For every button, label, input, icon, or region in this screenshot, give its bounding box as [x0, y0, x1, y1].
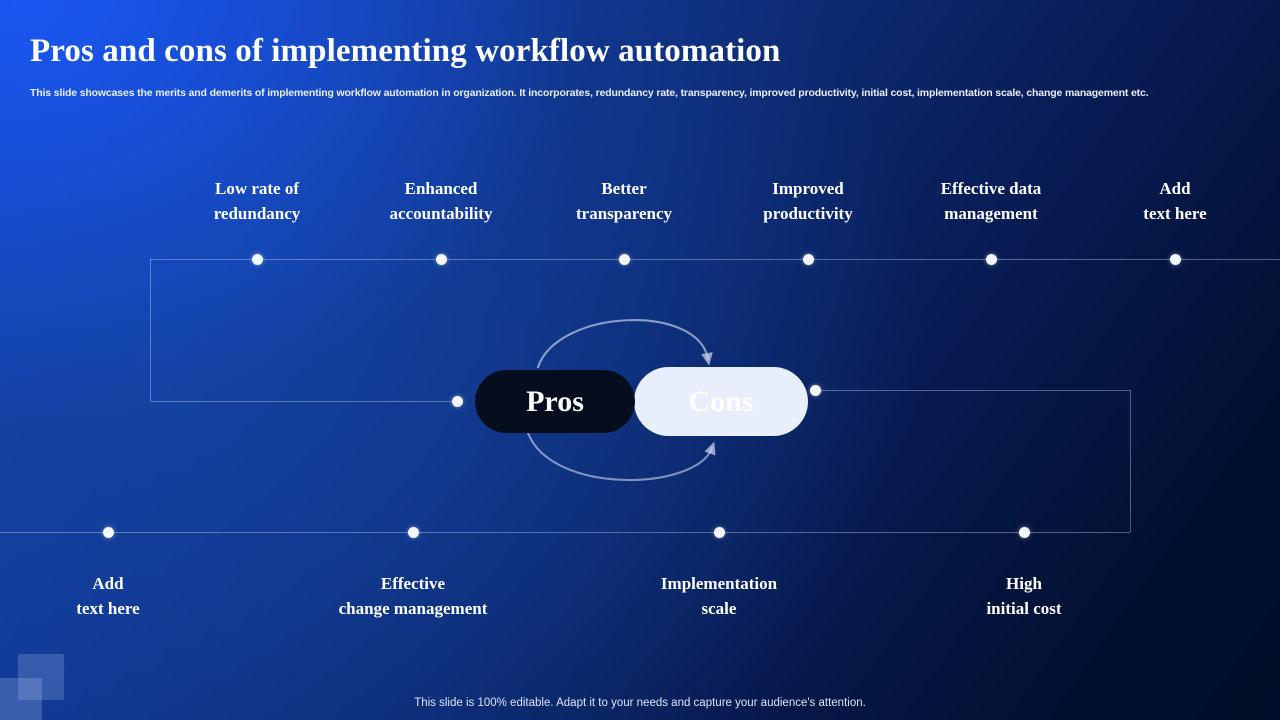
top-rail-line	[150, 259, 1280, 260]
node-dot-cons-connector[interactable]	[809, 384, 821, 396]
right-bracket-vertical	[1130, 390, 1131, 532]
decorative-square-upper	[18, 654, 64, 700]
left-bracket-vertical	[150, 259, 151, 401]
node-dot-top-2[interactable]	[435, 253, 447, 265]
pros-node-label-3: Better transparency	[575, 179, 673, 223]
cons-node-label-3: Implementation scale	[660, 574, 778, 618]
node-dot-bottom-3[interactable]	[713, 526, 725, 538]
curved-arrow-left-icon	[526, 431, 716, 482]
footer-note: This slide is 100% editable. Adapt it to…	[414, 697, 866, 709]
cons-node-label-2: Effective change management	[338, 574, 488, 618]
node-dot-top-6[interactable]	[1169, 253, 1181, 265]
pros-node-label-4: Improved productivity	[763, 179, 853, 223]
left-bracket-horizontal	[150, 401, 457, 402]
node-dot-bottom-1[interactable]	[102, 526, 114, 538]
cons-pill[interactable]: Cons	[634, 367, 808, 436]
node-dot-bottom-4[interactable]	[1018, 526, 1030, 538]
pros-node-label-1: Low rate of redundancy	[213, 179, 301, 223]
node-dot-top-1[interactable]	[251, 253, 263, 265]
pros-node-label-5: Effective data management	[940, 179, 1042, 223]
page-subtitle: This slide showcases the merits and deme…	[30, 87, 1149, 99]
pros-node-label-6: Add text here	[1143, 179, 1207, 223]
bottom-rail-line	[0, 532, 1130, 533]
decorative-square-lower	[0, 678, 42, 720]
node-dot-top-4[interactable]	[802, 253, 814, 265]
page-title: Pros and cons of implementing workflow a…	[30, 33, 781, 69]
node-dot-pros-connector[interactable]	[451, 395, 463, 407]
cons-pill-label: Cons	[688, 384, 754, 418]
cons-node-label-4: High initial cost	[986, 574, 1062, 618]
circular-arrows-group	[526, 319, 716, 482]
node-dot-bottom-2[interactable]	[407, 526, 419, 538]
node-dot-top-5[interactable]	[985, 253, 997, 265]
pros-pill-label: Pros	[526, 384, 584, 418]
pros-pill[interactable]: Pros	[475, 370, 635, 433]
cons-node-label-1: Add text here	[76, 574, 140, 618]
curved-arrow-right-icon	[536, 319, 713, 369]
node-dot-top-3[interactable]	[618, 253, 630, 265]
pros-node-label-2: Enhanced accountability	[389, 179, 493, 223]
right-bracket-horizontal	[815, 390, 1130, 391]
